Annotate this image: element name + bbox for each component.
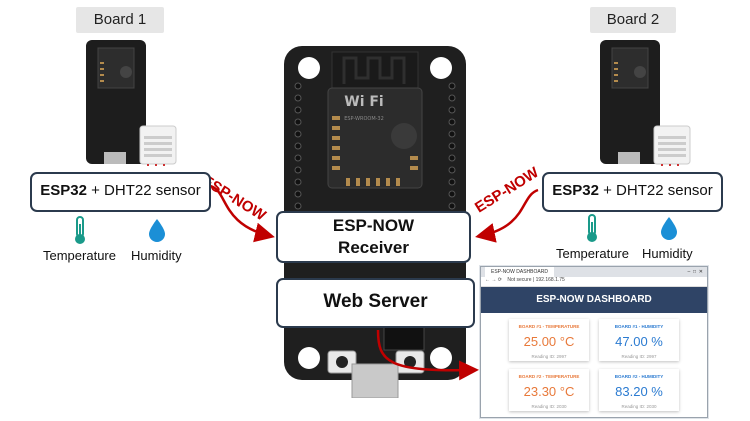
card-title: BOARD #2 - HUMIDITY bbox=[614, 374, 664, 379]
thermometer-icon bbox=[75, 216, 85, 244]
card-board2-temperature: BOARD #2 - TEMPERATURE 23.30 °C Reading … bbox=[509, 369, 589, 411]
card-value: 23.30 °C bbox=[523, 384, 575, 399]
dashboard-window: ESP-NOW DASHBOARD – □ ✕ ← → ⟳ Not secure… bbox=[480, 266, 708, 418]
card-reading-id: Reading ID: 2030 bbox=[621, 404, 657, 409]
browser-tab[interactable]: ESP-NOW DASHBOARD bbox=[485, 267, 554, 277]
sensor-box-board-2: ESP32 + DHT22 sensor bbox=[542, 172, 723, 212]
module-label: ESP-WROOM-32 bbox=[344, 116, 384, 122]
water-drop-icon bbox=[149, 219, 165, 242]
dashboard-body: BOARD #1 - TEMPERATURE 25.00 °C Reading … bbox=[481, 313, 707, 417]
arrow-board2-to-receiver bbox=[475, 188, 539, 243]
humidity-label-left: Humidity bbox=[131, 248, 182, 263]
sensor-box-board-2-mcu: ESP32 bbox=[552, 182, 599, 199]
arrow-board1-to-receiver bbox=[209, 184, 275, 243]
receiver-line-2: Receiver bbox=[338, 238, 409, 257]
address-text: Not secure | 192.168.1.75 bbox=[507, 277, 565, 283]
sensor-box-board-1: ESP32 + DHT22 sensor bbox=[30, 172, 211, 212]
card-board1-temperature: BOARD #1 - TEMPERATURE 25.00 °C Reading … bbox=[509, 319, 589, 361]
card-title: BOARD #1 - HUMIDITY bbox=[614, 324, 664, 329]
nav-buttons-icon[interactable]: ← → ⟳ bbox=[485, 277, 502, 283]
card-title: BOARD #1 - TEMPERATURE bbox=[518, 324, 580, 329]
board-1-label: Board 1 bbox=[76, 7, 164, 33]
sensor-box-board-2-sensor: + DHT22 sensor bbox=[598, 182, 713, 199]
water-drop-icon bbox=[661, 217, 677, 240]
card-value: 47.00 % bbox=[615, 334, 663, 349]
board-2-label: Board 2 bbox=[590, 7, 676, 33]
sensor-box-board-1-mcu: ESP32 bbox=[40, 182, 87, 199]
window-controls-icon[interactable]: – □ ✕ bbox=[687, 269, 703, 275]
espressif-logo-icon bbox=[391, 123, 417, 149]
card-board1-humidity: BOARD #1 - HUMIDITY 47.00 % Reading ID: … bbox=[599, 319, 679, 361]
receiver-line-1: ESP-NOW bbox=[332, 216, 415, 235]
board-2-hardware bbox=[600, 40, 691, 166]
thermometer-icon bbox=[587, 214, 597, 242]
web-server-box: Web Server bbox=[276, 278, 475, 328]
wifi-logo-text: Wi Fi bbox=[344, 94, 383, 110]
usb-port bbox=[351, 363, 399, 398]
browser-tab-bar: ESP-NOW DASHBOARD – □ ✕ bbox=[481, 267, 707, 277]
card-title: BOARD #2 - TEMPERATURE bbox=[518, 374, 580, 379]
card-value: 83.20 % bbox=[615, 384, 663, 399]
card-reading-id: Reading ID: 2997 bbox=[531, 354, 567, 359]
temperature-label-right: Temperature bbox=[556, 246, 629, 261]
sensor-box-board-1-sensor: + DHT22 sensor bbox=[86, 182, 201, 199]
arrow-webserver-to-dashboard bbox=[376, 329, 479, 381]
temperature-label-left: Temperature bbox=[43, 248, 116, 263]
card-board2-humidity: BOARD #2 - HUMIDITY 83.20 % Reading ID: … bbox=[599, 369, 679, 411]
board-1-hardware bbox=[86, 40, 177, 166]
address-bar[interactable]: ← → ⟳ Not secure | 192.168.1.75 bbox=[481, 277, 707, 287]
dashboard-title: ESP-NOW DASHBOARD bbox=[481, 287, 707, 313]
espnow-receiver-box: ESP-NOW Receiver bbox=[276, 211, 471, 263]
humidity-label-right: Humidity bbox=[642, 246, 693, 261]
card-value: 25.00 °C bbox=[523, 334, 575, 349]
card-reading-id: Reading ID: 2030 bbox=[531, 404, 567, 409]
card-reading-id: Reading ID: 2997 bbox=[621, 354, 657, 359]
